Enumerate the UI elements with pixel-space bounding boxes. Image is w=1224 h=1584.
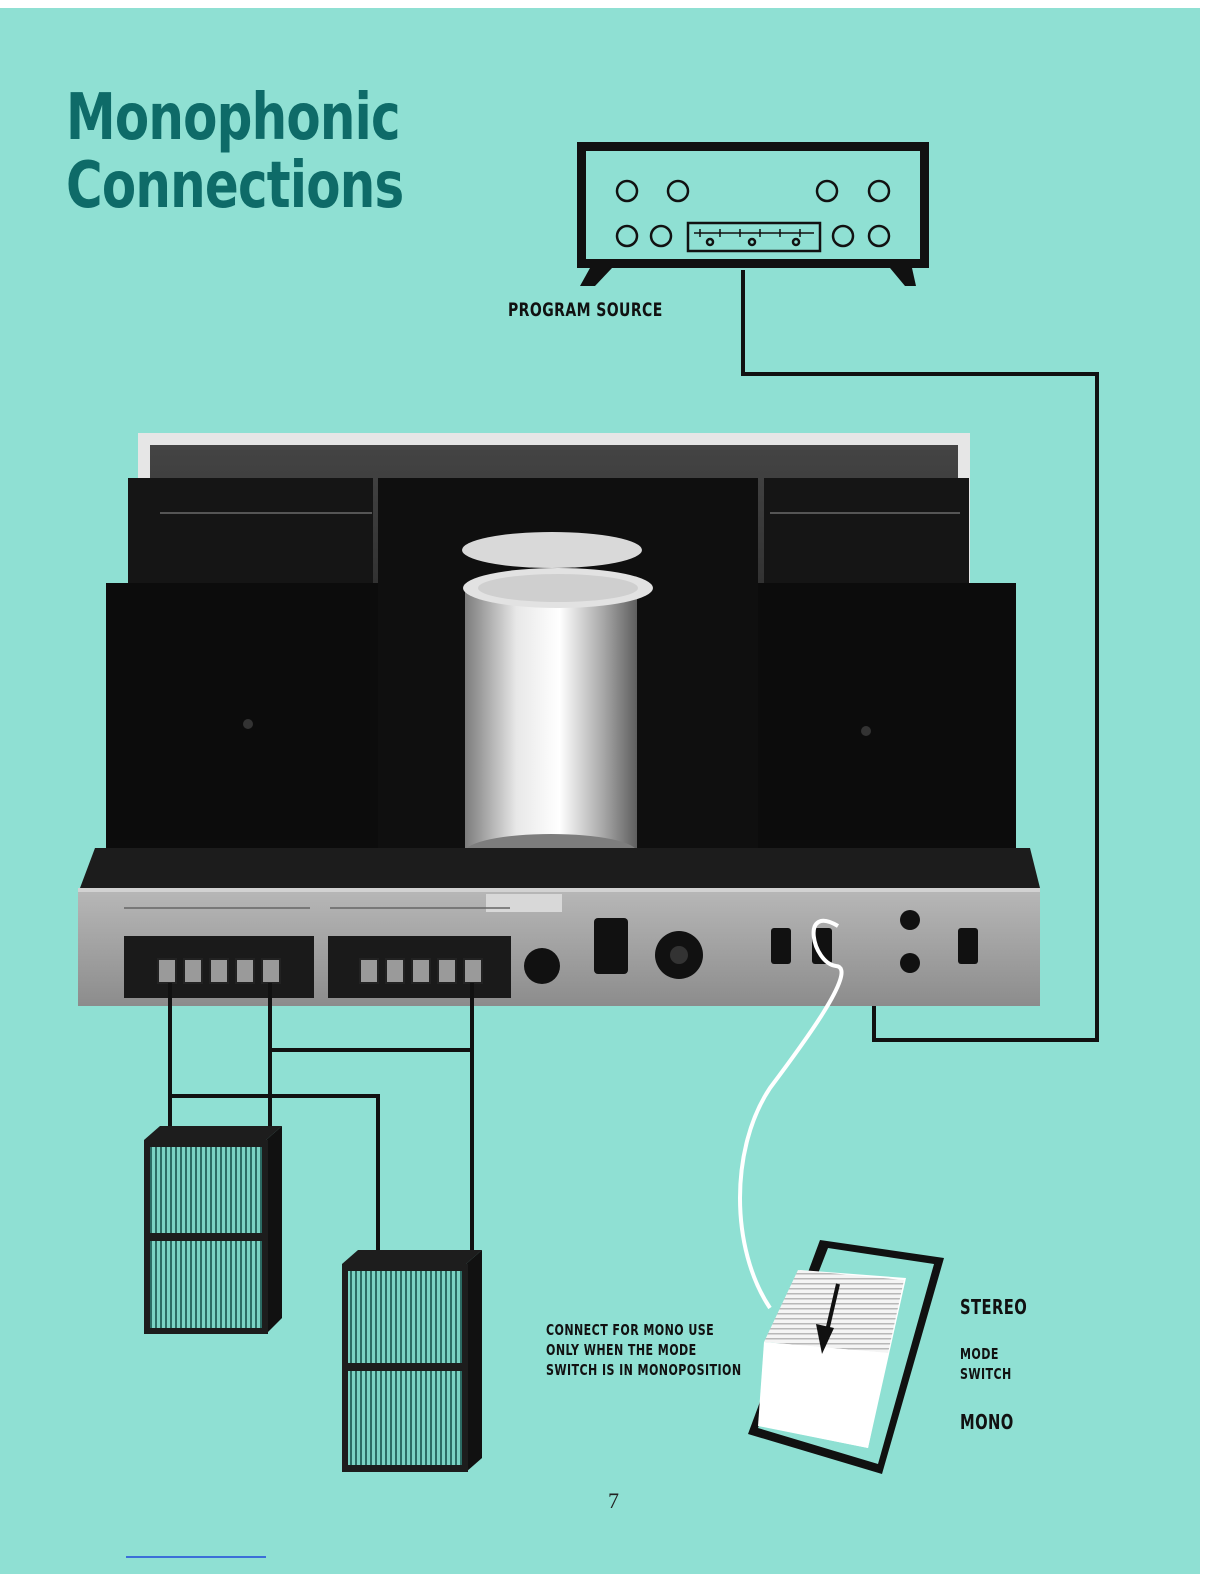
mono-note-line-3: SWITCH IS IN MONOPOSITION [546,1360,742,1380]
mode-label-line-2: SWITCH [960,1364,1012,1384]
program-source-label: PROGRAM SOURCE [508,299,663,321]
title-line-1: Monophonic [66,84,403,152]
page-edge-mark [126,1556,266,1558]
program-source-unit [577,142,929,286]
page-title: Monophonic Connections [66,84,403,220]
mode-switch-illustration [748,1240,944,1474]
manual-page: Monophonic Connections PROGRAM SOURCE CO… [0,8,1200,1574]
mode-label-line-1: MODE [960,1344,1012,1364]
stereo-power-amplifier [78,433,1040,1006]
mono-label: MONO [960,1410,1014,1434]
speaker-right [342,1250,482,1472]
title-line-2: Connections [66,152,403,220]
mono-note-line-1: CONNECT FOR MONO USE [546,1320,742,1340]
speaker-left [144,1126,282,1334]
stereo-label: STEREO [960,1295,1027,1319]
mono-note-line-2: ONLY WHEN THE MODE [546,1340,742,1360]
mode-switch-label: MODE SWITCH [960,1344,1012,1384]
mono-note: CONNECT FOR MONO USE ONLY WHEN THE MODE … [546,1320,742,1380]
page-number: 7 [608,1488,619,1514]
